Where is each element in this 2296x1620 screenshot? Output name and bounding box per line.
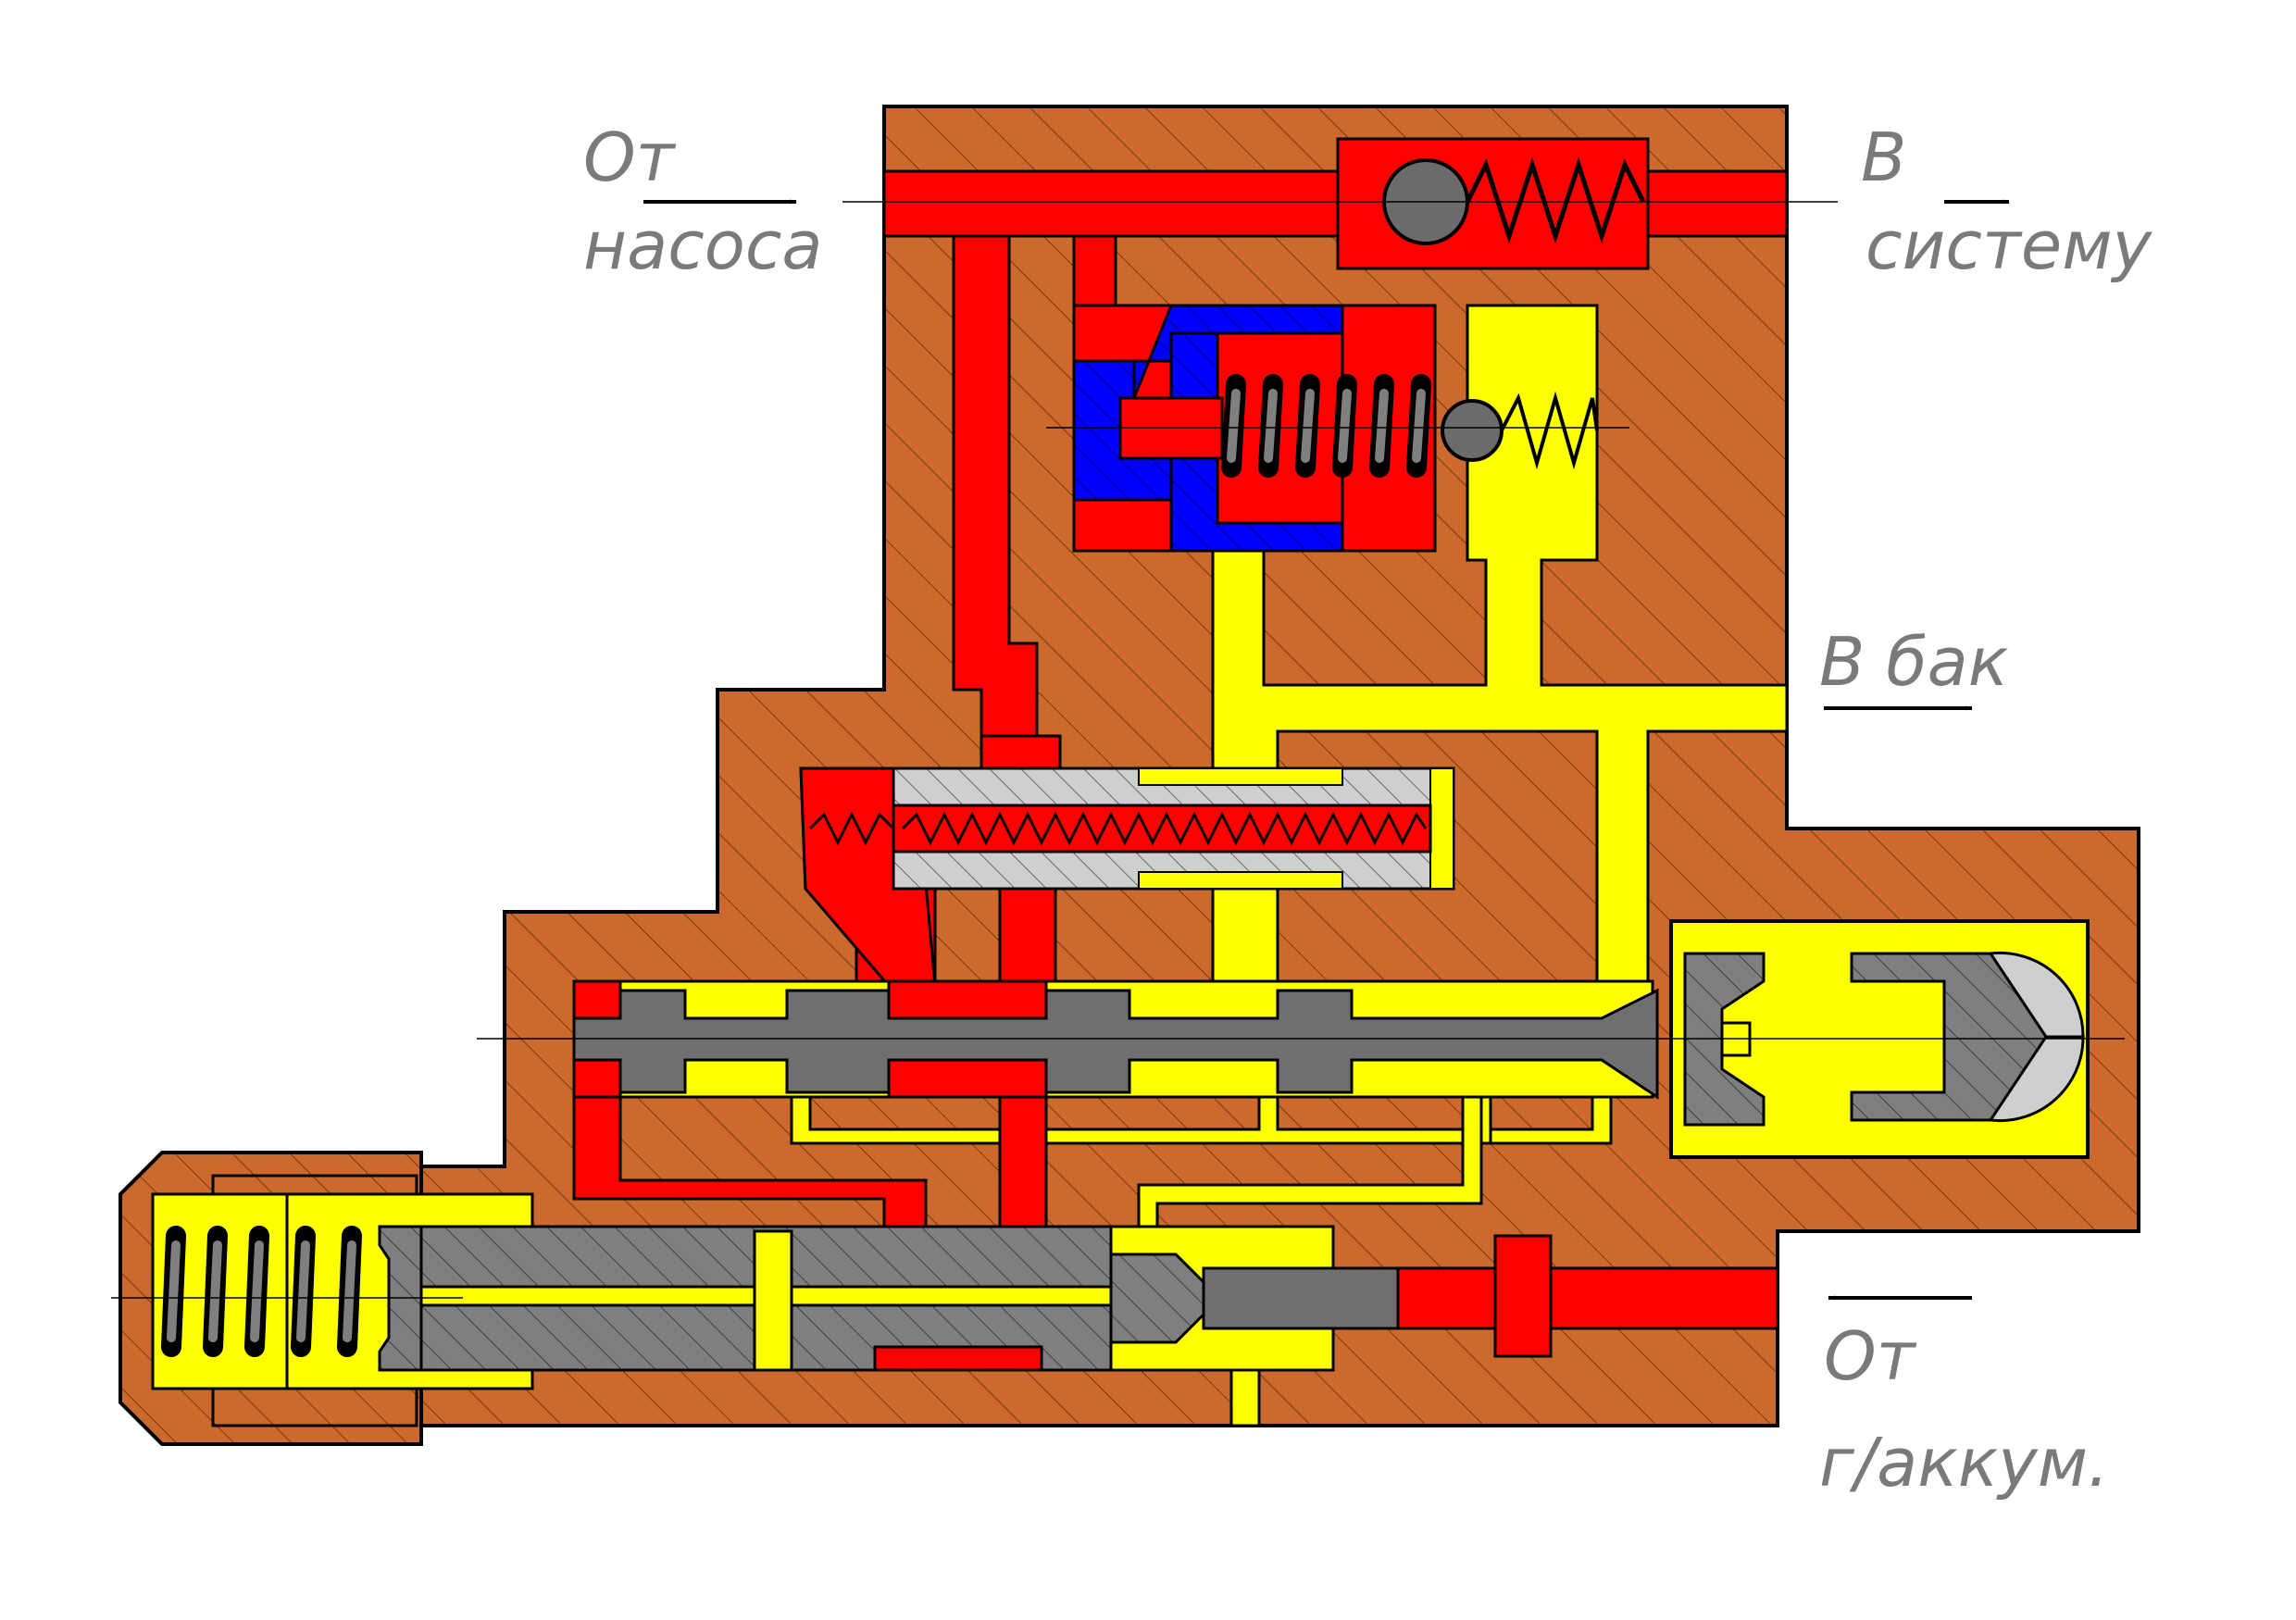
label-to-system-1: В	[1861, 118, 1906, 196]
pilot-ball	[1441, 399, 1504, 462]
pilot-drain-chamber	[1211, 304, 1789, 983]
lower-drain-port	[1229, 1368, 1261, 1427]
relief-valve-bore	[892, 804, 1432, 854]
label-from-pump-1: От	[583, 118, 677, 196]
right-piston-cup	[1683, 952, 1766, 1127]
pressure-port	[980, 734, 1062, 770]
label-to-tank: В бак	[1819, 623, 2008, 701]
relief-valve-spring	[901, 811, 1428, 846]
lower-check-collar	[1493, 1234, 1553, 1358]
main-spool	[572, 988, 1659, 1100]
relief-outlet-port	[998, 887, 1057, 983]
pressure-inlet-line	[882, 169, 1340, 238]
label-from-pump-2: насоса	[583, 206, 823, 284]
label-to-system-2: систему	[1866, 206, 2153, 284]
lower-inlet-red	[1396, 1266, 1779, 1330]
pilot-ball-spring	[1500, 391, 1599, 470]
label-from-accum-1: От	[1824, 1317, 1917, 1395]
label-from-accum-2: г/аккум.	[1819, 1424, 2109, 1502]
pressure-outlet-line	[1646, 169, 1789, 238]
center-lines	[111, 201, 2125, 1299]
lower-plunger-tip	[1109, 1252, 1205, 1344]
lower-plunger-rod	[1202, 1266, 1400, 1330]
check-valve-spring	[1465, 156, 1646, 244]
